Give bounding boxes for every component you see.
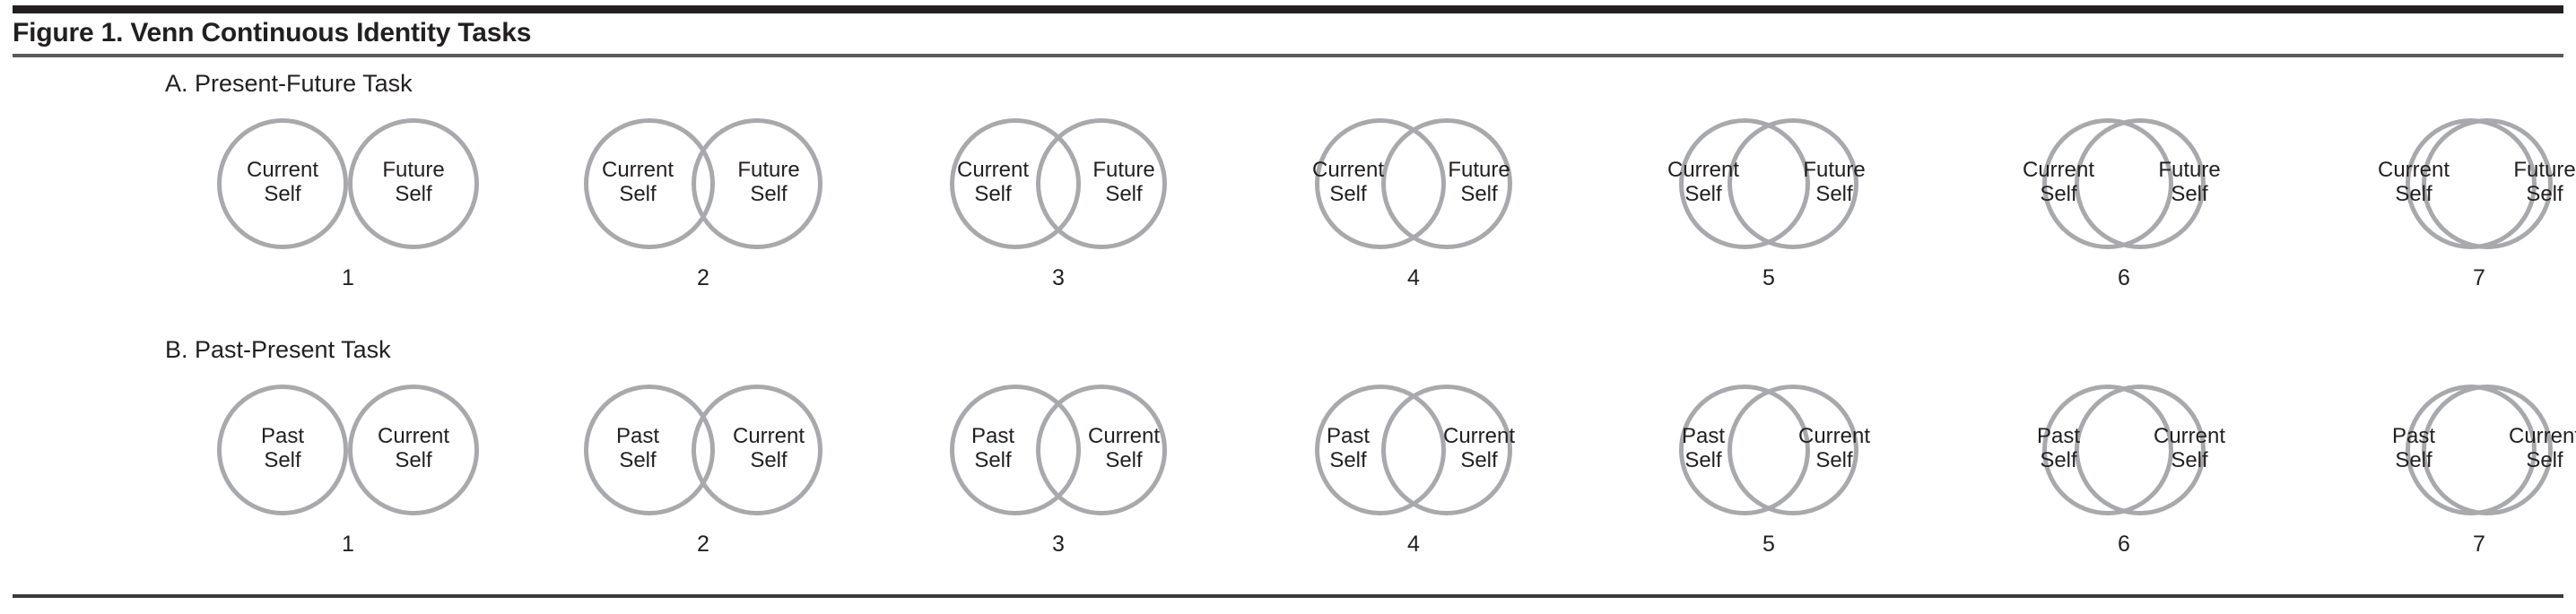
venn-scale-number: 6 <box>2118 532 2130 557</box>
venn-circle-right <box>348 118 479 249</box>
venn-circle-right <box>1727 385 1858 515</box>
venn-scale-number: 5 <box>1762 532 1775 557</box>
venn-scale-number: 1 <box>342 532 354 557</box>
venn-circle-right <box>1036 385 1167 515</box>
venn-scale-number: 4 <box>1407 532 1420 557</box>
venn-scale-number: 3 <box>1052 265 1065 290</box>
venn-scale-number: 2 <box>697 532 709 557</box>
venn-scale-number: 3 <box>1052 532 1065 557</box>
title-underline-rule <box>13 54 2563 57</box>
venn-circle-right <box>2422 118 2553 249</box>
top-rule <box>13 5 2563 13</box>
venn-scale-number: 2 <box>697 265 709 290</box>
venn-scale-number: 6 <box>2118 265 2130 290</box>
venn-scale-number: 1 <box>342 265 354 290</box>
venn-circle-right <box>1381 118 1512 249</box>
venn-scale-number: 7 <box>2473 532 2485 557</box>
venn-circle-right <box>348 385 479 515</box>
venn-scale-number: 7 <box>2473 265 2485 290</box>
figure-title: Figure 1. Venn Continuous Identity Tasks <box>13 18 532 48</box>
venn-circle-right <box>2422 385 2553 515</box>
venn-circle-right <box>1381 385 1512 515</box>
venn-scale-number: 5 <box>1762 265 1775 290</box>
venn-scale-number: 4 <box>1407 265 1420 290</box>
venn-circle-right <box>692 385 822 515</box>
bottom-rule <box>13 594 2563 598</box>
venn-circle-right <box>2075 385 2206 515</box>
panel-heading-b: B. Past-Present Task <box>165 336 391 363</box>
venn-circle-right <box>692 118 822 249</box>
venn-circle-left <box>217 118 348 249</box>
panel-heading-a: A. Present-Future Task <box>165 70 413 97</box>
venn-circle-right <box>1727 118 1858 249</box>
venn-circle-left <box>217 385 348 515</box>
venn-circle-right <box>1036 118 1167 249</box>
venn-circle-right <box>2075 118 2206 249</box>
